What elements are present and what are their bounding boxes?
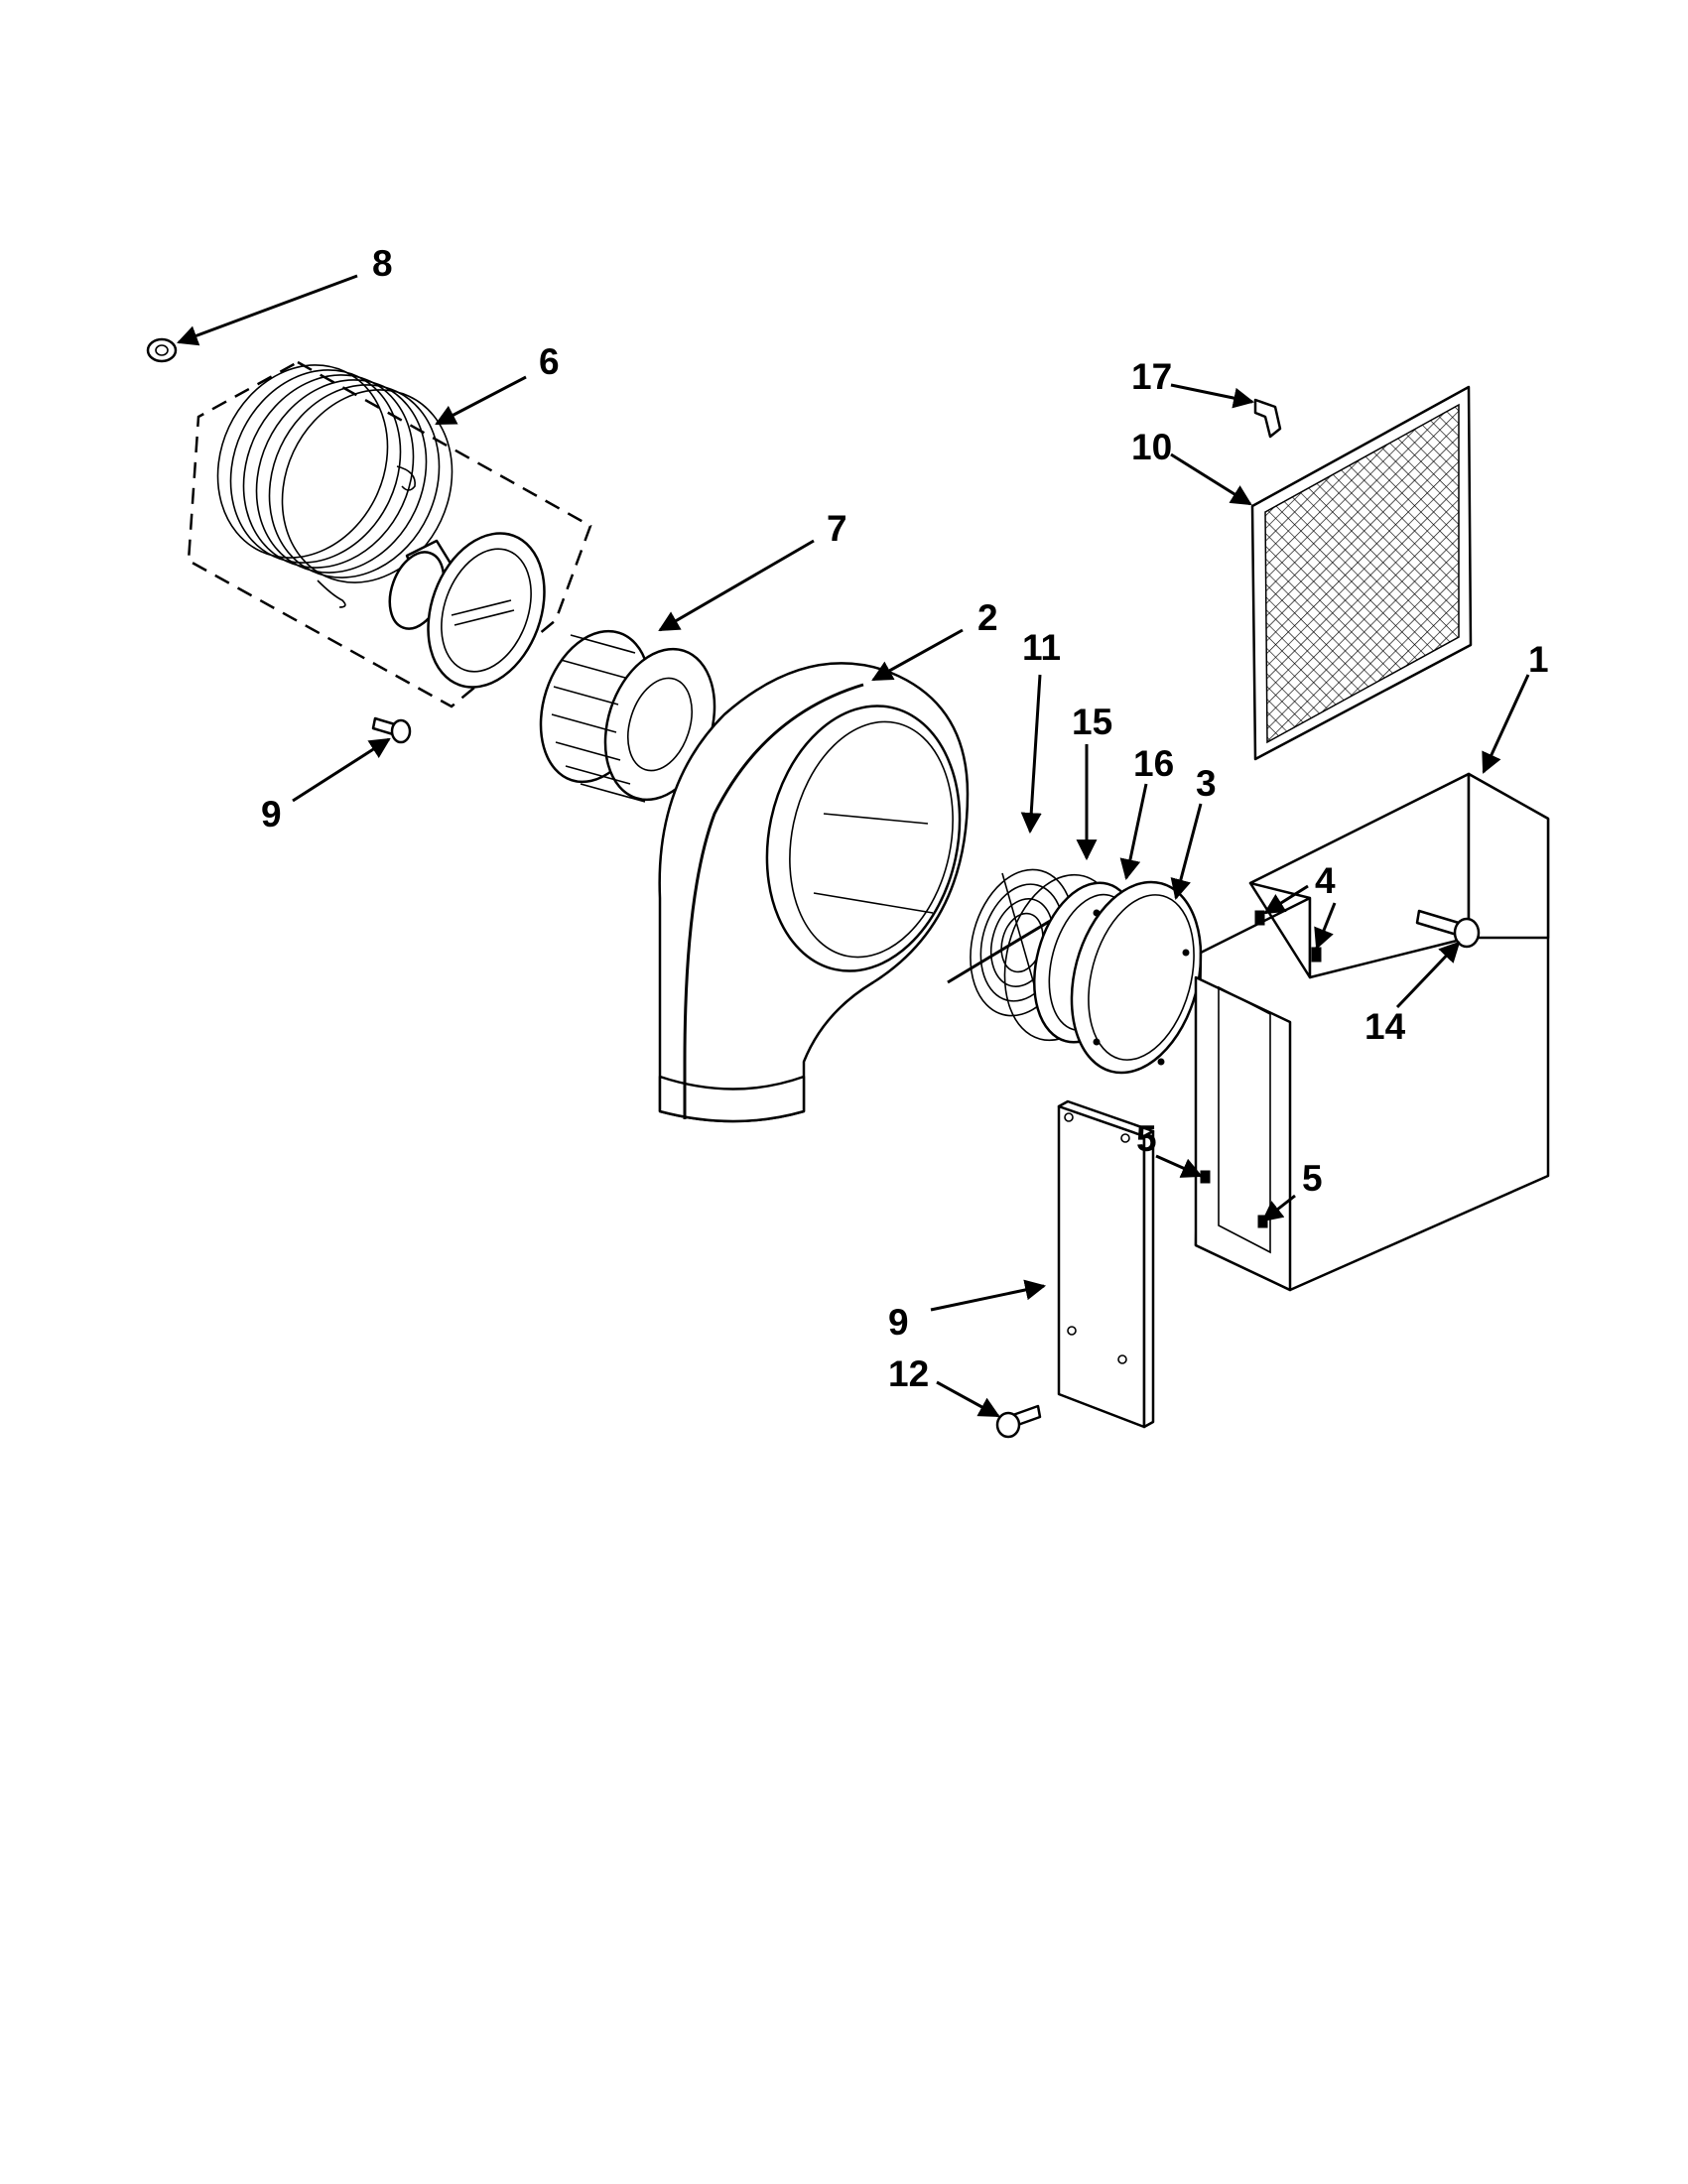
leader-10 [930,1279,1047,1312]
callout-4: 4 [1315,860,1336,901]
heater-housing [388,532,546,689]
leader-3 [1170,803,1203,901]
part-14-screw [1415,909,1481,949]
leader-7 [658,539,815,632]
leader-13 [936,1380,1000,1418]
callout-3: 3 [1196,763,1217,804]
leader-17 [1170,383,1255,409]
part-13-screw [995,1404,1042,1439]
callout-9: 9 [261,794,282,835]
leader-2 [871,628,964,682]
part-8-nut [146,337,178,363]
part-17-clip [1253,398,1282,439]
callout-8: 8 [372,243,393,284]
callout-5b: 5 [1302,1158,1323,1199]
callout-11: 10 [1131,427,1172,467]
leader-6 [435,375,527,426]
leader-8 [177,274,358,346]
heater-coil [216,364,454,608]
callout-7: 7 [827,508,847,549]
leader-9 [292,737,391,803]
leader-5a [1155,1154,1203,1178]
callout-10: 9 [888,1302,909,1343]
callout-16: 16 [1133,743,1174,784]
part-3-flange [1070,880,1203,1075]
callout-12: 11 [1022,627,1061,668]
callout-1: 1 [1528,639,1549,680]
callout-14: 14 [1364,1006,1406,1047]
callout-labels: 8 6 7 9 2 11 15 16 3 1 17 10 4 14 5 5 9 … [261,243,1549,1394]
leader-4b [1314,902,1337,950]
leader-4a [1263,884,1309,915]
callout-6: 6 [539,341,560,382]
callout-2: 2 [977,597,998,638]
part-6-heater-assembly [187,360,592,708]
part-11-filter-screen [1250,385,1473,761]
callout-15: 15 [1072,702,1112,742]
leader-12 [1020,674,1042,835]
callout-13: 12 [888,1353,929,1394]
leader-lines [177,274,1530,1418]
leader-1 [1482,674,1530,774]
leader-16 [1119,783,1148,881]
callout-5a: 5 [1136,1118,1157,1159]
part-9-screw [371,716,412,744]
leader-5b [1261,1194,1296,1222]
part-10-panel [1057,1099,1155,1429]
callout-17: 17 [1131,356,1172,397]
leader-11 [1170,452,1252,506]
part-2-blower-housing [658,662,970,1123]
leader-14 [1395,941,1461,1009]
